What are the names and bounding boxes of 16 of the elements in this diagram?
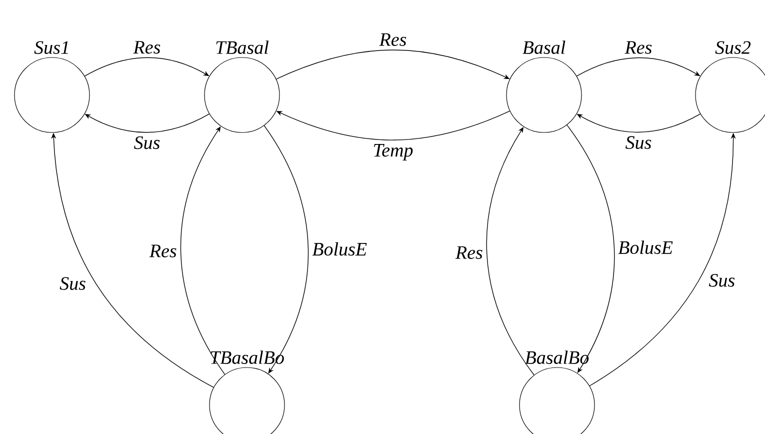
edge-label: Sus	[60, 277, 86, 290]
node-label: TBasal	[216, 40, 269, 54]
edge-label: Sus	[708, 274, 735, 287]
edge-label: Temp	[374, 144, 413, 161]
edge-label: Res	[379, 33, 406, 46]
edge-label: BolusE	[618, 240, 673, 254]
edge-label: BolusE	[312, 242, 367, 256]
edge-label: Sus	[626, 136, 652, 149]
edge-label: Res	[455, 246, 482, 259]
node-label: Basal	[522, 40, 566, 54]
node-label: Sus2	[715, 41, 751, 54]
edge-label: Res	[149, 244, 176, 258]
edge-label: Sus	[134, 136, 160, 150]
node-label: Sus1	[34, 41, 68, 54]
edge-label: Res	[624, 41, 652, 54]
edge-label: Res	[133, 41, 160, 54]
